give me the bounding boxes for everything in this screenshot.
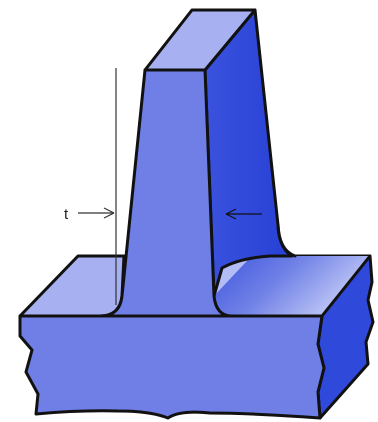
fillet-shading bbox=[214, 230, 370, 316]
base-top-face bbox=[18, 254, 126, 318]
thickness-arrow-left bbox=[78, 207, 115, 219]
thickness-label: t bbox=[64, 206, 69, 223]
thickness-arrow-right bbox=[225, 208, 262, 220]
rib-front-face bbox=[98, 68, 234, 318]
rib-base-edge bbox=[276, 223, 297, 258]
base-front-face bbox=[18, 314, 326, 420]
